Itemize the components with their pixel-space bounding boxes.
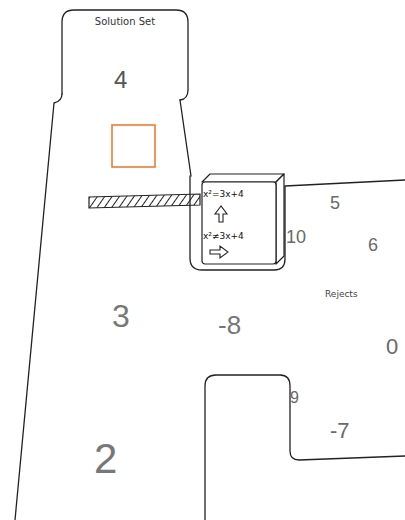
reject-number: 10 [286,228,306,246]
sorter-box: x²=3x+4 x²≠3x+4 [196,170,288,270]
orange-square [112,125,155,167]
reject-number: 6 [368,236,378,254]
sorter-frame [190,176,405,270]
condition-text: x²=3x+4 [203,190,244,199]
box-top [202,174,284,182]
number-label: 3 [112,300,130,332]
reject-number: -7 [330,420,350,442]
lower-block [205,375,405,520]
reject-number: 0 [386,336,398,358]
solution-set-head [62,10,188,100]
member-number: 4 [114,68,127,92]
number-label: 2 [94,438,117,480]
box-outline [196,170,288,270]
gate-bar [89,194,200,208]
right-arrow [210,246,228,258]
solution-set-region: Solution Set 4 [62,8,188,100]
box-side [276,174,284,264]
region-title: Solution Set [62,17,188,27]
box-faces [202,174,284,264]
reject-number: 5 [330,194,340,212]
reject-number: 9 [290,390,299,406]
number-label: -8 [218,312,241,338]
region-title: Rejects [325,290,358,299]
up-arrow [215,206,227,222]
left-wall [15,94,62,520]
right-wall [180,100,191,176]
box-front [202,182,276,264]
condition-text: x²≠3x+4 [203,232,244,241]
